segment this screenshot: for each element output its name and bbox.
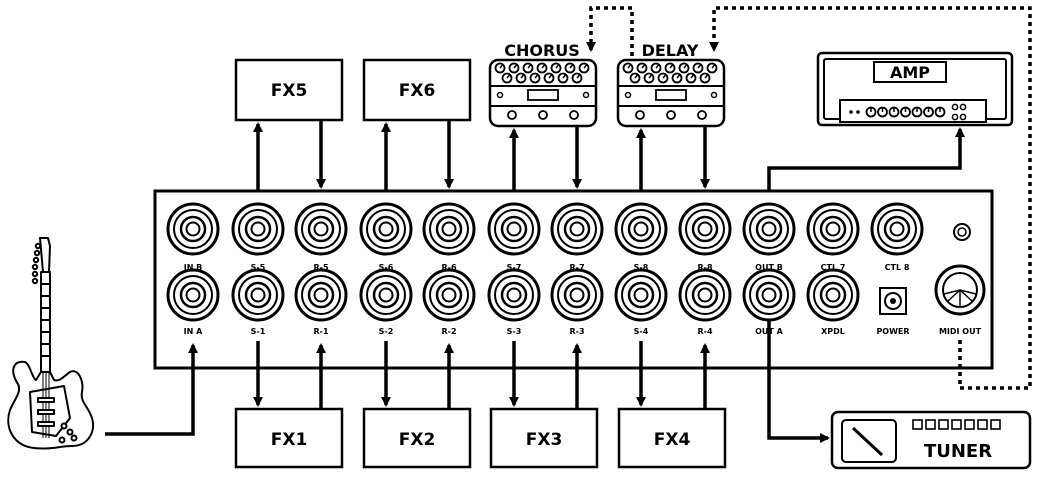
- amp: AMP: [816, 51, 1014, 127]
- fx4-box: FX4: [617, 407, 727, 469]
- fx4-label: FX4: [654, 430, 691, 450]
- cable-connections: [105, 120, 965, 443]
- jack-label-s-2: S-2: [379, 327, 394, 336]
- power-jack[interactable]: [879, 287, 907, 315]
- fx2-box: FX2: [362, 407, 472, 469]
- jack-s-2[interactable]: [359, 268, 413, 322]
- jack-label-s-7: S-7: [507, 263, 522, 272]
- tuner: TUNER: [830, 410, 1032, 470]
- jack-label-r-8: R-8: [697, 263, 712, 272]
- guitar-icon: [7, 237, 94, 450]
- jack-r-2[interactable]: [422, 268, 476, 322]
- jack-out-b[interactable]: [742, 202, 796, 256]
- jack-label-s-3: S-3: [507, 327, 522, 336]
- jack-r-5[interactable]: [294, 202, 348, 256]
- jack-label-xpdl: XPDL: [821, 327, 845, 336]
- jack-label-s-8: S-8: [634, 263, 649, 272]
- jack-label-in-b: IN B: [184, 263, 203, 272]
- jack-label-out-a: OUT A: [755, 327, 784, 336]
- jack-label-r-5: R-5: [313, 263, 328, 272]
- fx6-label: FX6: [399, 81, 436, 101]
- jack-ctl-7[interactable]: [806, 202, 860, 256]
- jack-label-r-4: R-4: [697, 327, 712, 336]
- bottom-jack-labels: IN A S-1 R-1 S-2 R-2 S-3 R-3 S-4 R-4 OUT A XPDL: [184, 327, 845, 336]
- jack-s-4[interactable]: [614, 268, 668, 322]
- jack-label-s-1: S-1: [251, 327, 266, 336]
- jack-s-8[interactable]: [614, 202, 668, 256]
- jack-label-in-a: IN A: [184, 327, 203, 336]
- fx5-box: FX5: [234, 58, 344, 122]
- fx6-box: FX6: [362, 58, 472, 122]
- jack-label-r-7: R-7: [569, 263, 584, 272]
- jack-in-b[interactable]: [166, 202, 220, 256]
- jack-out-a[interactable]: [742, 268, 796, 322]
- chorus-label: CHORUS: [504, 41, 580, 60]
- jack-xpdl[interactable]: [806, 268, 860, 322]
- jack-s-7[interactable]: [487, 202, 541, 256]
- fx2-label: FX2: [399, 430, 436, 450]
- jack-s-5[interactable]: [231, 202, 285, 256]
- jack-label-r-2: R-2: [441, 327, 456, 336]
- jack-r-6[interactable]: [422, 202, 476, 256]
- delay-label: DELAY: [642, 41, 699, 60]
- bottom-jack-row: [166, 268, 860, 322]
- jack-s-3[interactable]: [487, 268, 541, 322]
- jack-label-r-6: R-6: [441, 263, 456, 272]
- fx1-box: FX1: [234, 407, 344, 469]
- chorus-pedal: [488, 58, 598, 128]
- fx5-label: FX5: [271, 81, 308, 101]
- midi-cable: [586, 6, 1032, 390]
- jack-label-s-4: S-4: [634, 327, 649, 336]
- jack-s-6[interactable]: [359, 202, 413, 256]
- tuner-leds: [912, 419, 1001, 430]
- fx3-box: FX3: [489, 407, 599, 469]
- jack-r-8[interactable]: [678, 202, 732, 256]
- jack-label-r-1: R-1: [313, 327, 328, 336]
- top-jack-labels: IN B S-5 R-5 S-6 R-6 S-7 R-7 S-8 R-8 OUT B CTL 7 CT…: [184, 263, 910, 272]
- jack-r-7[interactable]: [550, 202, 604, 256]
- jack-r-4[interactable]: [678, 268, 732, 322]
- indicator-led: [953, 223, 971, 241]
- jack-label-s-5: S-5: [251, 263, 266, 272]
- midi-out-label: MIDI OUT: [939, 327, 982, 336]
- amp-label: AMP: [890, 63, 930, 82]
- midi-out-jack[interactable]: [934, 264, 986, 316]
- delay-pedal: [616, 58, 726, 128]
- fx3-label: FX3: [526, 430, 563, 450]
- amp-knobs: [865, 106, 946, 118]
- jack-r-3[interactable]: [550, 268, 604, 322]
- jack-label-ctl-7: CTL 7: [821, 263, 846, 272]
- jack-in-a[interactable]: [166, 268, 220, 322]
- tuner-label: TUNER: [924, 441, 992, 462]
- jack-r-1[interactable]: [294, 268, 348, 322]
- jack-label-out-b: OUT B: [755, 263, 783, 272]
- jack-label-r-3: R-3: [569, 327, 584, 336]
- jack-s-1[interactable]: [231, 268, 285, 322]
- jack-label-s-6: S-6: [379, 263, 394, 272]
- top-jack-row: [166, 202, 924, 256]
- jack-label-ctl-8: CTL 8: [885, 263, 910, 272]
- fx1-label: FX1: [271, 430, 308, 450]
- jack-ctl-8[interactable]: [870, 202, 924, 256]
- power-label: POWER: [876, 327, 909, 336]
